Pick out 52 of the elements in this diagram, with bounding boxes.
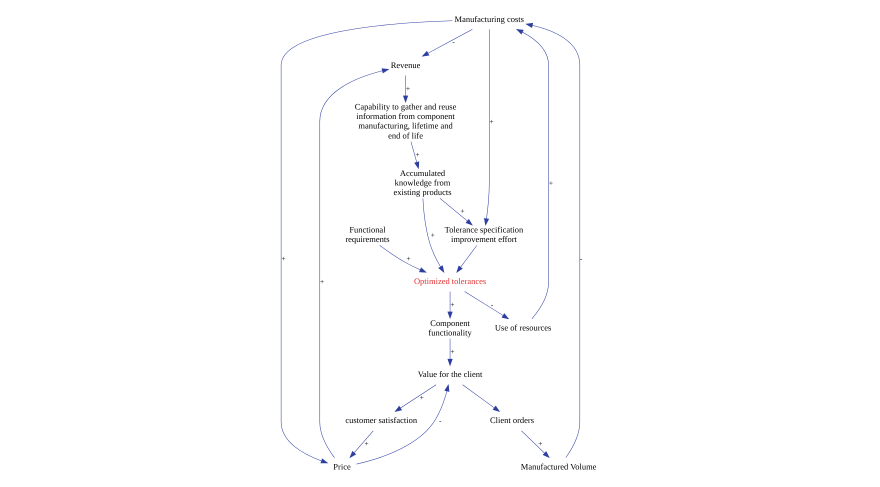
edge-label: + xyxy=(450,300,455,309)
edge-label: - xyxy=(580,254,582,263)
edge-label: + xyxy=(415,150,420,160)
arrow xyxy=(422,198,444,273)
node-text: Revenue xyxy=(390,60,420,70)
node-text: Component functionality xyxy=(428,318,472,338)
arrow xyxy=(464,291,510,320)
edge-label: - xyxy=(490,300,494,309)
arrow xyxy=(320,68,390,458)
edge-label: - xyxy=(439,416,442,426)
node-text: Value for the client xyxy=(418,369,482,380)
arrow xyxy=(280,20,453,464)
arrow xyxy=(402,75,408,104)
arrow xyxy=(349,430,374,458)
node-text: Optimized tolerances xyxy=(414,276,486,286)
edge-label: + xyxy=(538,439,542,448)
arrow xyxy=(394,384,436,412)
edge-label: + xyxy=(406,254,411,263)
node-text: Tolerance specification improvement effort xyxy=(444,224,524,244)
arrow xyxy=(447,291,453,320)
arrow xyxy=(456,245,478,273)
edge-label: + xyxy=(320,276,324,286)
arrow xyxy=(379,245,427,273)
arrow xyxy=(440,198,473,226)
arrow xyxy=(410,141,420,170)
node-text: Manufactured Volume xyxy=(520,461,596,472)
arrow xyxy=(356,384,450,464)
edge-label: + xyxy=(420,393,424,402)
node-text: customer satisfaction xyxy=(345,415,418,426)
arrow xyxy=(484,29,490,226)
node-text: Accumulated knowledge from existing products xyxy=(393,168,452,197)
node-text: Capability to gather and reuse information from component manufacturing, lifetime and end of life xyxy=(354,102,456,140)
node-text: Functional requirements xyxy=(345,224,390,244)
arrow xyxy=(462,384,500,412)
edge-label: + xyxy=(406,84,410,93)
edge-label: + xyxy=(490,116,494,126)
edge-label: + xyxy=(281,254,286,263)
node-text: Manufacturing costs xyxy=(454,14,524,24)
edge-label: + xyxy=(364,439,369,448)
edge-label: + xyxy=(430,230,435,240)
node-text: Use of resources xyxy=(494,322,552,333)
node-text: Price xyxy=(333,461,351,472)
arrow xyxy=(422,29,473,57)
edge-label: + xyxy=(548,178,554,188)
arrow xyxy=(516,28,549,320)
edge-label: + xyxy=(450,347,455,356)
arrow xyxy=(447,338,453,366)
arrow xyxy=(525,22,580,458)
node-text: Client orders xyxy=(490,415,534,426)
arrow xyxy=(521,430,550,458)
edge-label: - xyxy=(452,38,455,47)
edge-label: + xyxy=(460,206,465,216)
